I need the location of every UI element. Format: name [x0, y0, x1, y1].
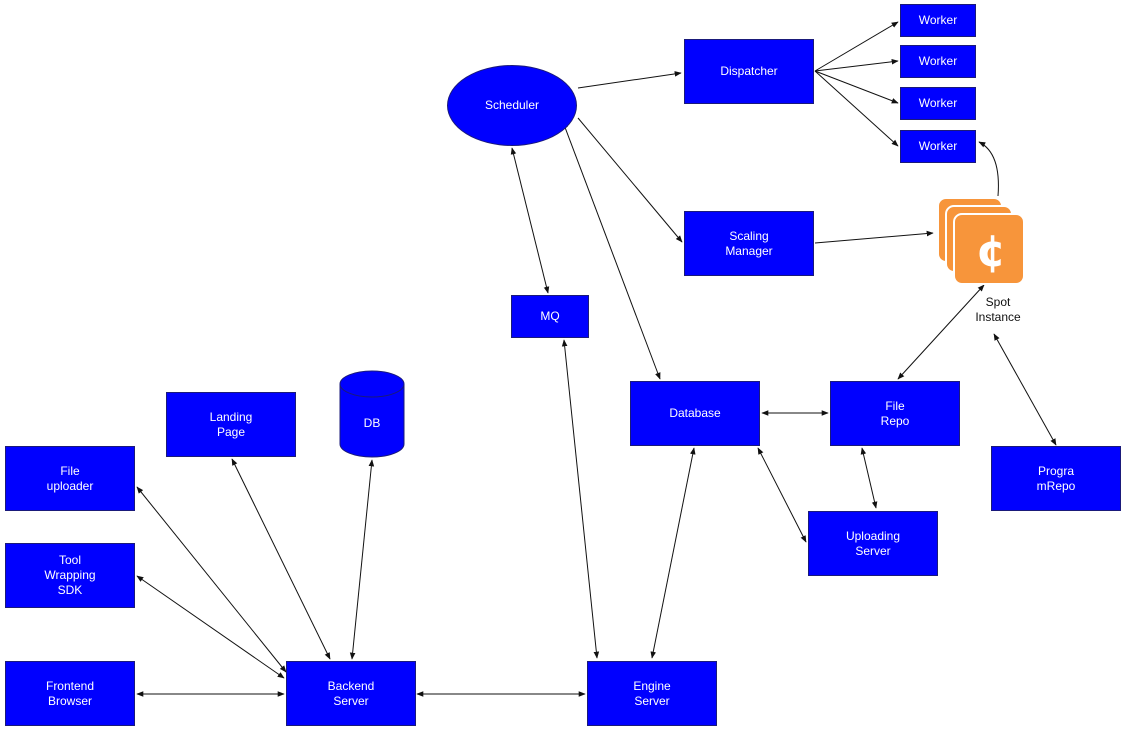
edge-sdk-backend: [136, 575, 285, 679]
worker-node-2: Worker: [900, 45, 976, 78]
edge-file-uploader-backend: [136, 486, 287, 673]
worker-node-1: Worker: [900, 4, 976, 37]
edge-scaling-manager-to-spot: [814, 230, 934, 244]
edge-file-repo-uploading-server: [860, 447, 878, 509]
edge-dispatcher-to-worker-3: [814, 70, 899, 104]
edge-spot-program-repo: [993, 333, 1057, 446]
edge-mq-engine-server: [561, 339, 600, 659]
edge-spot-to-worker-4: [978, 141, 999, 197]
edge-dispatcher-to-worker-2: [814, 58, 899, 72]
svg-text:¢: ¢: [976, 226, 1007, 277]
tool-wrapping-sdk-node: Tool Wrapping SDK: [5, 543, 135, 608]
edge-dispatcher-to-worker-1: [814, 21, 899, 72]
edge-file-repo-spot: [897, 284, 985, 380]
db-cylinder-shape: [339, 370, 405, 458]
program-repo-node: Progra mRepo: [991, 446, 1121, 511]
spot-instance-icon: ¢: [936, 196, 1028, 288]
worker-node-3: Worker: [900, 87, 976, 120]
file-repo-node: File Repo: [830, 381, 960, 446]
edge-scheduler-mq: [510, 147, 550, 294]
edge-scheduler-to-scaling-manager: [577, 117, 683, 243]
edge-scheduler-to-dispatcher: [577, 71, 682, 89]
mq-node: MQ: [511, 295, 589, 338]
db-label: DB: [363, 416, 381, 430]
dispatcher-node: Dispatcher: [684, 39, 814, 104]
file-uploader-node: File uploader: [5, 446, 135, 511]
scaling-manager-node: Scaling Manager: [684, 211, 814, 276]
edge-db-backend: [349, 459, 375, 660]
landing-page-node: Landing Page: [166, 392, 296, 457]
database-node: Database: [630, 381, 760, 446]
spot-instance-label: Spot Instance: [975, 295, 1021, 324]
edge-scheduler-database: [562, 121, 661, 380]
backend-server-node: Backend Server: [286, 661, 416, 726]
engine-server-node: Engine Server: [587, 661, 717, 726]
uploading-server-node: Uploading Server: [808, 511, 938, 576]
spot-instance-glyph: ¢: [937, 197, 1025, 285]
scheduler-node: Scheduler: [447, 65, 577, 146]
db-node: DB: [339, 370, 405, 458]
worker-node-4: Worker: [900, 130, 976, 163]
edge-landing-page-backend: [231, 458, 331, 660]
edge-dispatcher-to-worker-4: [814, 70, 899, 147]
edge-database-engine-server: [650, 447, 696, 659]
edge-database-uploading-server: [757, 447, 807, 543]
frontend-browser-node: Frontend Browser: [5, 661, 135, 726]
